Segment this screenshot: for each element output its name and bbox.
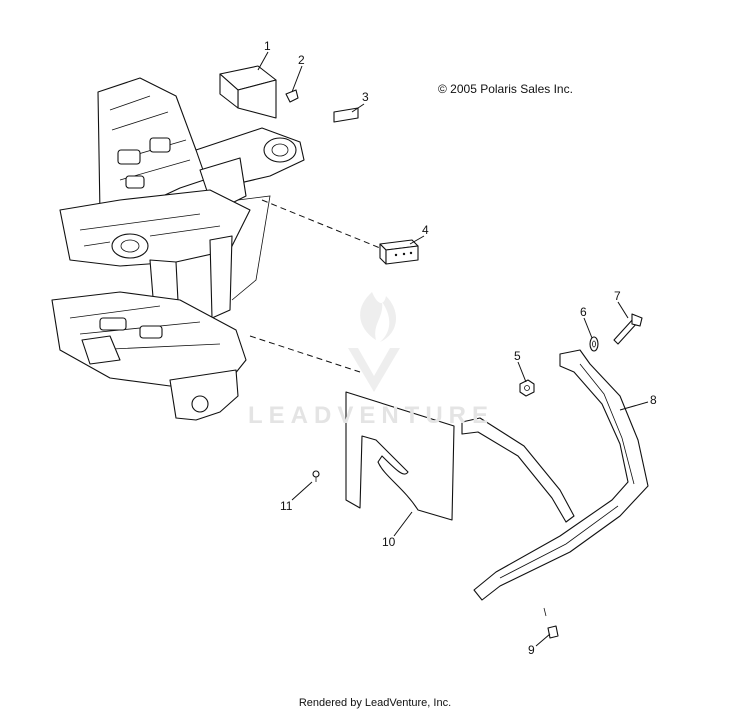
part-11-rivet [312, 470, 320, 482]
callout-5: 5 [514, 349, 521, 363]
callout-10: 10 [382, 535, 396, 549]
footer-credit: Rendered by LeadVenture, Inc. [298, 697, 452, 709]
assembly-line-8 [249, 335, 361, 373]
part-10-panel [345, 391, 455, 521]
part-8-bumper [461, 349, 649, 601]
part-4-block [379, 239, 419, 265]
callout-2: 2 [298, 53, 305, 67]
callout-9: 9 [528, 643, 535, 657]
part-6-washer [589, 336, 599, 352]
vehicle-frame [51, 77, 305, 421]
part-7-bolt [613, 313, 643, 345]
watermark-logo [348, 292, 400, 392]
part-5-nut [519, 379, 535, 397]
callout-1: 1 [264, 39, 271, 53]
assembly-line-4 [261, 199, 381, 249]
part-1-bracket [219, 65, 277, 119]
callout-8: 8 [650, 393, 657, 407]
part-9-screw [543, 607, 559, 639]
callout-4: 4 [422, 223, 429, 237]
callout-7: 7 [614, 289, 621, 303]
watermark-text: LEADVENTURE [248, 402, 495, 429]
callout-3: 3 [362, 90, 369, 104]
leader-lines [257, 51, 649, 647]
callout-6: 6 [580, 305, 587, 319]
copyright-notice: © 2005 Polaris Sales Inc. [438, 82, 573, 96]
callout-11: 11 [280, 499, 293, 513]
